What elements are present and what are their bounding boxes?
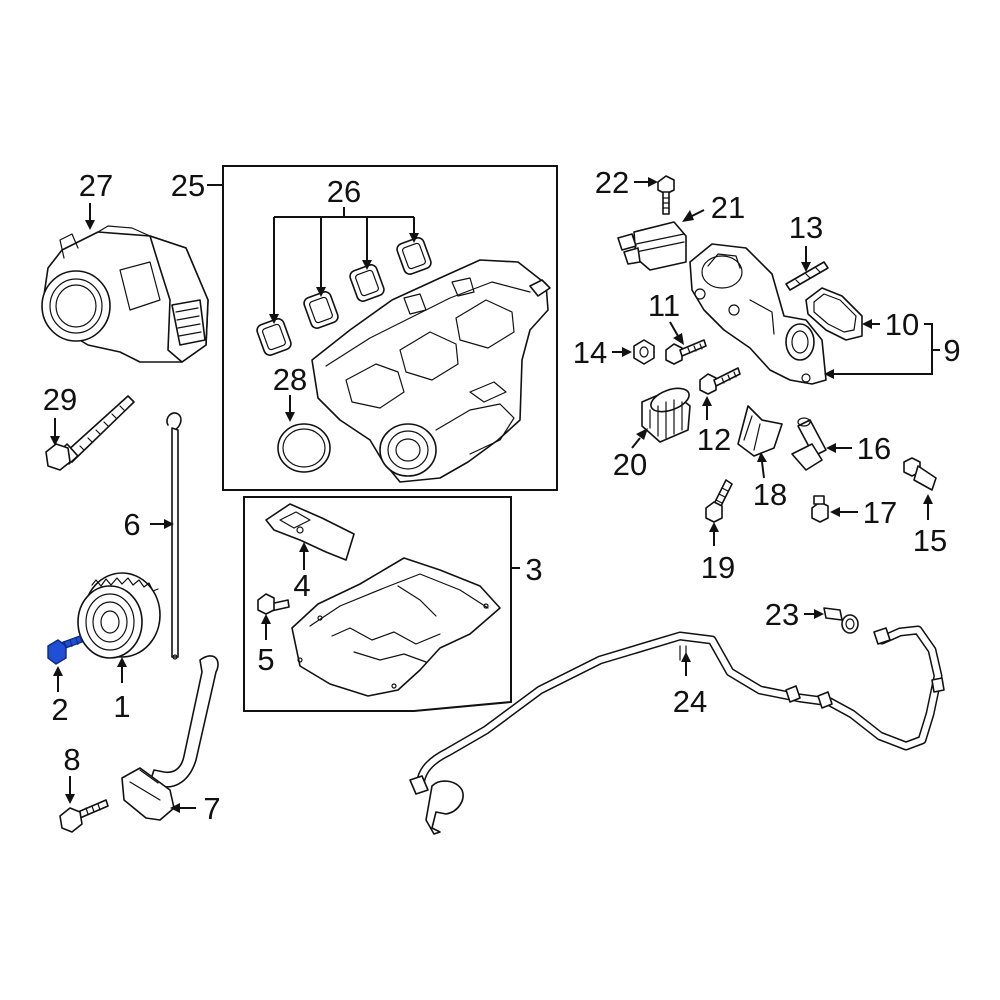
callout-7[interactable]: 7 [203,791,220,826]
housing-gasket-drawing[interactable] [805,287,863,341]
callout-24[interactable]: 24 [673,684,707,719]
callout-14[interactable]: 14 [573,335,607,370]
o-ring-drawing[interactable] [277,423,331,473]
oil-filter-housing-drawing[interactable] [689,243,827,385]
plug-17-drawing[interactable] [811,495,829,523]
oil-pressure-switch-drawing[interactable] [791,417,827,471]
oil-pan-group-box [243,496,512,712]
oil-cooler-drawing[interactable] [617,221,687,271]
callout-26[interactable]: 26 [327,174,361,209]
oil-pan-drawing[interactable] [291,557,501,697]
callout-5[interactable]: 5 [257,642,274,677]
sensor-15-drawing[interactable] [903,457,937,491]
highlighted-bolt-drawing[interactable] [47,635,83,665]
intake-manifold-group-box [222,165,558,491]
callout-12[interactable]: 12 [697,422,731,457]
bolt-5-drawing[interactable] [257,593,290,615]
oil-pan-baffle-drawing[interactable] [265,503,355,561]
stud-13-drawing[interactable] [785,261,829,291]
callout-25[interactable]: 25 [171,168,205,203]
callout-6[interactable]: 6 [123,507,140,542]
callout-10[interactable]: 10 [885,307,919,342]
leader-lines [50,177,940,813]
bolt-22-drawing[interactable] [657,175,675,215]
callout-23[interactable]: 23 [765,597,799,632]
shield-18-drawing[interactable] [737,405,783,457]
callout-20[interactable]: 20 [613,447,647,482]
oil-filter-drawing[interactable] [641,384,692,443]
callout-18[interactable]: 18 [753,477,787,512]
intake-manifold-drawing[interactable] [311,259,551,483]
callout-19[interactable]: 19 [701,550,735,585]
callout-13[interactable]: 13 [789,210,823,245]
callout-4[interactable]: 4 [293,568,310,603]
callout-3[interactable]: 3 [525,552,542,587]
callout-labels: 27 29 6 1 2 8 7 25 26 28 3 4 5 22 21 13 … [43,165,961,826]
callout-27[interactable]: 27 [79,168,113,203]
callout-8[interactable]: 8 [63,742,80,777]
callout-11[interactable]: 11 [648,288,680,323]
long-bolt-drawing[interactable] [45,395,135,471]
callout-15[interactable]: 15 [913,523,947,558]
bolt-19-drawing[interactable] [705,479,733,523]
dipstick-drawing[interactable] [166,412,182,660]
intake-gaskets-drawing[interactable] [255,236,432,357]
callout-2[interactable]: 2 [51,692,68,727]
bolt-8-drawing[interactable] [59,799,109,833]
callout-16[interactable]: 16 [857,431,891,466]
nut-14-drawing[interactable] [633,339,655,365]
sensor-23-drawing[interactable] [823,607,859,634]
bolt-11-drawing[interactable] [665,339,707,365]
vent-hose-drawing[interactable] [409,625,945,835]
throttle-body-drawing[interactable] [41,225,209,363]
callout-1[interactable]: 1 [113,689,130,724]
callout-29[interactable]: 29 [43,382,77,417]
callout-17[interactable]: 17 [863,495,897,530]
callout-21[interactable]: 21 [711,190,745,225]
crankshaft-pulley-drawing[interactable] [77,572,161,659]
breather-tube-drawing[interactable] [121,655,219,821]
callout-9[interactable]: 9 [943,333,960,368]
callout-22[interactable]: 22 [595,165,629,200]
bolt-12-drawing[interactable] [699,367,741,395]
callout-28[interactable]: 28 [273,362,307,397]
